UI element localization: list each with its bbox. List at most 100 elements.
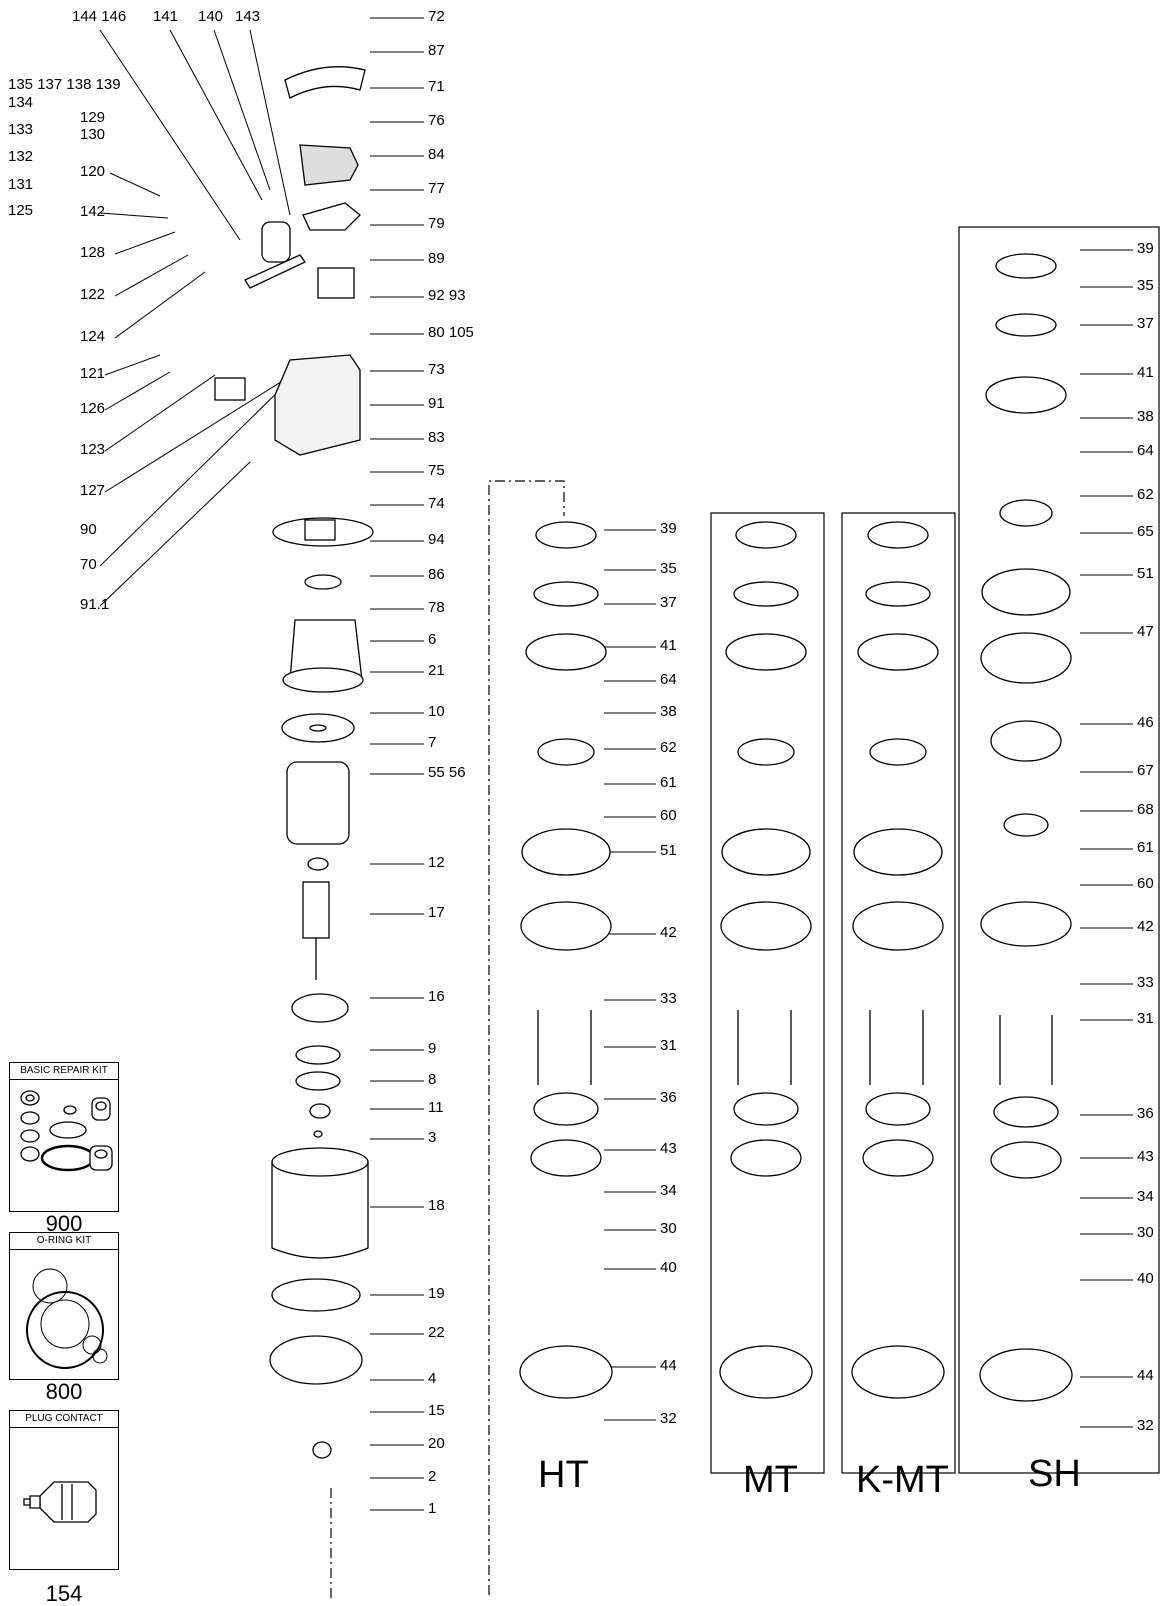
volute: [725, 633, 807, 671]
part-callout: 43: [660, 1140, 677, 1157]
part-callout: 77: [428, 180, 445, 197]
variant-label: HT: [538, 1454, 589, 1496]
part-callout: 3: [428, 1129, 437, 1146]
leader-line: [99, 29, 241, 241]
volute: [857, 633, 939, 671]
cable-clamp: [244, 254, 306, 289]
part-callout: 15: [428, 1402, 445, 1419]
cable-gland: [261, 221, 291, 263]
sh-part: [990, 1141, 1062, 1179]
wear-ring: [867, 521, 929, 549]
part-callout: 130: [80, 126, 106, 143]
part-callout: 10: [428, 703, 445, 720]
o-ring: [304, 574, 342, 590]
strainer: [719, 1345, 813, 1399]
sh-part: [981, 568, 1071, 616]
leader-line: [109, 172, 161, 197]
kit-title: BASIC REPAIR KIT: [10, 1063, 118, 1080]
pump-housing: [720, 901, 812, 951]
part-callout: 92 93: [428, 287, 466, 304]
clamp-ring: [284, 66, 366, 99]
part-callout: 78: [428, 599, 445, 616]
part-callout: 126: [80, 400, 106, 417]
o-ring-large: [721, 828, 811, 876]
sh-part: [980, 632, 1072, 684]
kit-number: 900: [45, 1211, 83, 1236]
heat-sink: [214, 377, 246, 401]
part-callout: 60: [1137, 875, 1154, 892]
sh-part: [979, 1348, 1073, 1402]
part-callout: 79: [428, 215, 445, 232]
o-ring: [865, 1092, 931, 1126]
part-callout: 60: [660, 807, 677, 824]
leader-line: [99, 461, 251, 607]
part-callout: 61: [660, 774, 677, 791]
part-callout: 2: [428, 1468, 437, 1485]
wear-ring: [735, 521, 797, 549]
part-callout: 140: [198, 8, 224, 25]
part-callout: 34: [1137, 1188, 1154, 1205]
part-callout: 4: [428, 1370, 437, 1387]
part-callout: 40: [1137, 1270, 1154, 1287]
bottom-flange: [269, 1335, 363, 1385]
sh-part: [993, 1096, 1059, 1128]
part-callout: 33: [660, 990, 677, 1007]
leader-line: [99, 379, 291, 567]
part-callout: 19: [428, 1285, 445, 1302]
part-callout: 36: [660, 1089, 677, 1106]
o-ring-large: [271, 1278, 361, 1312]
part-callout: 8: [428, 1071, 437, 1088]
part-callout: 124: [80, 328, 106, 345]
drain-plug: [312, 1441, 332, 1459]
part-callout: 9: [428, 1040, 437, 1057]
part-callout: 41: [660, 637, 677, 654]
seal-plate: [733, 581, 799, 607]
part-callout: 91: [428, 395, 445, 412]
casing-flange: [282, 667, 364, 693]
part-callout: 62: [660, 739, 677, 756]
part-callout: 70: [80, 556, 97, 573]
part-callout: 122: [80, 286, 106, 303]
sh-part: [999, 499, 1053, 527]
part-callout: 90: [80, 521, 97, 538]
variant-label: MT: [743, 1459, 798, 1501]
part-callout: 37: [1137, 315, 1154, 332]
part-callout: 84: [428, 146, 445, 163]
sh-part: [980, 901, 1072, 947]
leader-line: [104, 369, 301, 493]
part-callout: 38: [1137, 408, 1154, 425]
strainer: [851, 1345, 945, 1399]
part-callout: 31: [660, 1037, 677, 1054]
part-callout: 72: [428, 8, 445, 25]
sh-part: [995, 253, 1057, 279]
sh-part: [995, 313, 1057, 337]
oil-chamber: [271, 1161, 369, 1259]
part-callout: 61: [1137, 839, 1154, 856]
part-callout: 47: [1137, 623, 1154, 640]
bearing: [307, 857, 329, 871]
part-callout: 74: [428, 495, 445, 512]
kit-title: O-RING KIT: [10, 1233, 118, 1250]
part-callout: 67: [1137, 762, 1154, 779]
part-callout: 134: [8, 94, 34, 111]
kit-number: 800: [45, 1379, 83, 1404]
part-callout: 30: [660, 1220, 677, 1237]
part-callout: 80 105: [428, 324, 474, 341]
leader-line: [104, 374, 216, 452]
part-callout: 51: [660, 842, 677, 859]
part-callout: 127: [80, 482, 106, 499]
part-callout: 1: [428, 1500, 437, 1517]
leader-line: [114, 271, 206, 339]
switch-block: [317, 267, 355, 299]
impeller: [537, 738, 595, 766]
pump-housing: [520, 901, 612, 951]
leader-line: [114, 231, 176, 255]
part-callout: 125: [8, 202, 34, 219]
chamber-top: [271, 1147, 369, 1177]
part-callout: 129: [80, 109, 106, 126]
rotor: [302, 881, 330, 939]
part-callout: 46: [1137, 714, 1154, 731]
part-callout: 71: [428, 78, 445, 95]
part-callout: 37: [660, 594, 677, 611]
